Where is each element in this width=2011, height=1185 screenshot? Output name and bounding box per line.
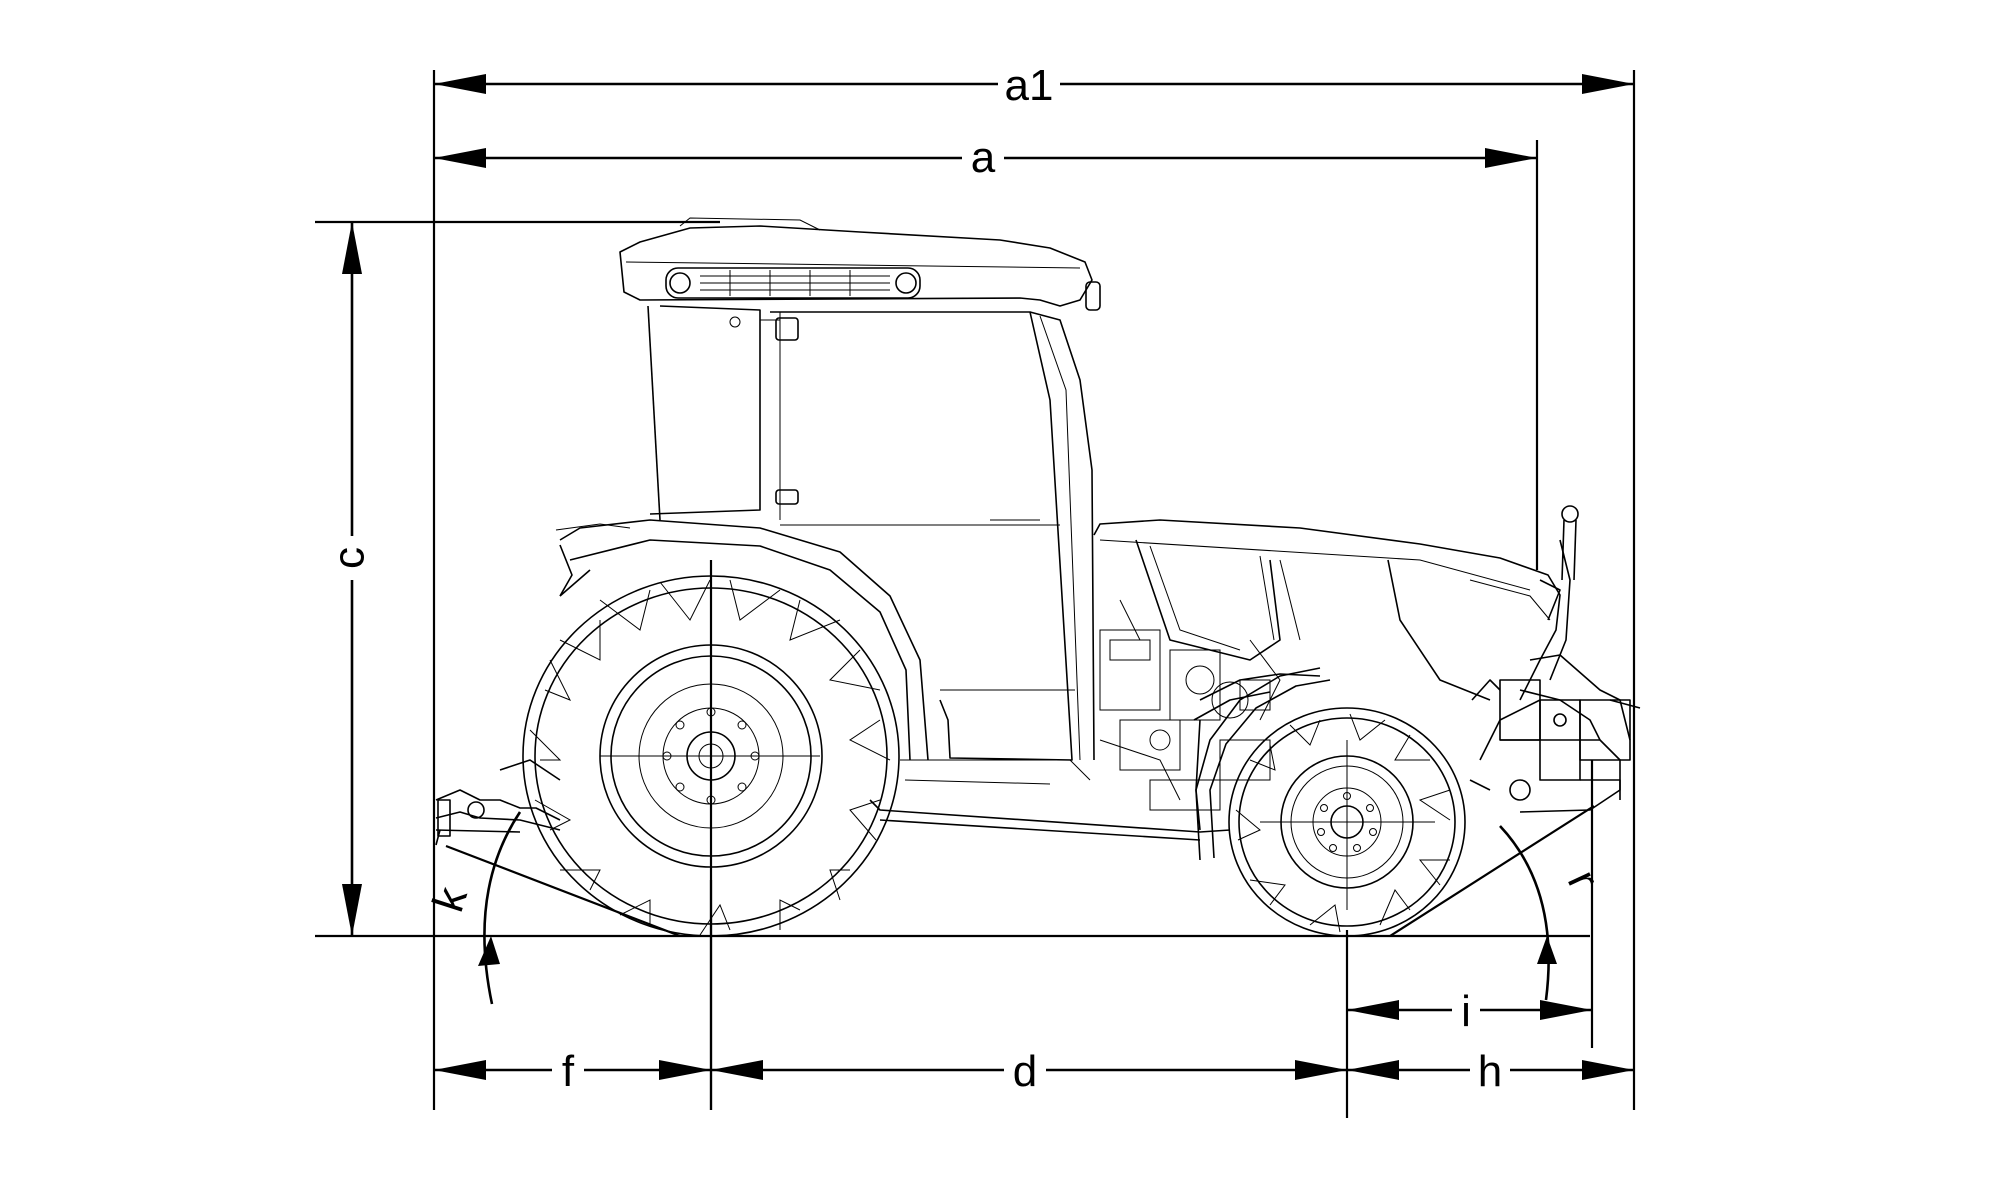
label-r: r xyxy=(1558,863,1609,897)
label-i: i xyxy=(1461,987,1471,1036)
rear-hitch xyxy=(435,759,561,846)
engine-hood xyxy=(1093,519,1561,701)
label-f: f xyxy=(562,1047,575,1096)
cab-door xyxy=(770,311,1073,761)
label-a: a xyxy=(971,133,996,182)
approach-departure-lines xyxy=(445,805,1595,938)
label-a1: a1 xyxy=(1005,61,1054,110)
roof-grille xyxy=(665,267,921,299)
cab-roof xyxy=(619,225,1093,307)
tractor-outline xyxy=(435,217,1641,846)
center-lines xyxy=(600,560,1435,1110)
label-d: d xyxy=(1013,1047,1037,1096)
label-k: k xyxy=(424,881,478,918)
label-h: h xyxy=(1478,1047,1502,1096)
front-linkage xyxy=(1469,654,1631,813)
extension-lines xyxy=(315,70,1636,1118)
dimension-lines xyxy=(342,74,1634,1080)
angle-arcs xyxy=(478,811,1557,1005)
chassis xyxy=(869,799,1231,833)
front-fender xyxy=(1195,667,1321,861)
dimension-labels: a1 a c f d h i k r xyxy=(325,56,1609,1096)
engine-details xyxy=(1099,599,1281,811)
label-c: c xyxy=(325,547,374,569)
rear-fender xyxy=(559,519,929,761)
cab-rear-pillar xyxy=(647,305,661,521)
